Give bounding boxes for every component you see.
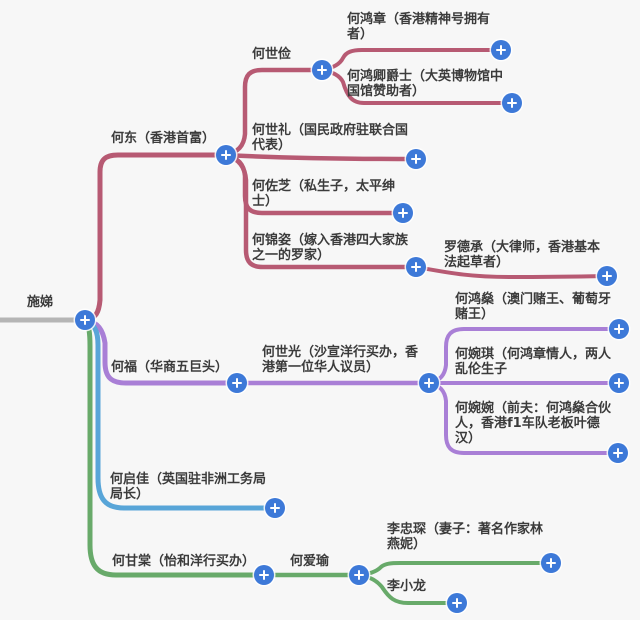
expand-button-he-hongqing[interactable] — [502, 93, 522, 113]
label-line: 何世光（沙宣洋行买办，香 — [262, 345, 419, 360]
label-line: 何爱瑜 — [290, 554, 330, 569]
expand-button-he-shili[interactable] — [406, 149, 426, 169]
node-label-he-shijian[interactable]: 何世俭 — [252, 47, 291, 62]
label-line: 局长） — [110, 487, 150, 502]
node-label-he-wanqi[interactable]: 何婉琪（何鸿章情人，两人 乱伦生子 — [455, 347, 611, 377]
node-label-he-hongqing[interactable]: 何鸿卿爵士（大英博物馆中 国馆赞助者） — [347, 69, 503, 99]
edge-he-shili — [223, 152, 419, 162]
label-line: 何启佳（英国驻非洲工务局 — [110, 472, 267, 487]
expand-button-he-hongzhang[interactable] — [491, 40, 511, 60]
node-label-he-jinzi[interactable]: 何锦姿（嫁入香港四大家族 之一的罗家） — [252, 233, 408, 263]
expand-button-he-tung[interactable] — [216, 145, 236, 165]
label-line: 施娣 — [27, 295, 54, 310]
node-label-he-qijia[interactable]: 何启佳（英国驻非洲工务局 局长） — [110, 472, 266, 502]
label-line: 国馆赞助者） — [347, 84, 426, 99]
label-line: 之一的罗家） — [252, 248, 331, 263]
label-line: 何鸿章（香港精神号拥有 — [347, 12, 491, 27]
label-line: 何锦姿（嫁入香港四大家族 — [252, 233, 409, 248]
label-line: 何世俭 — [252, 47, 292, 62]
edge-he-fu — [82, 317, 240, 386]
expand-button-he-shiguang[interactable] — [419, 373, 439, 393]
label-line: 法起草者） — [444, 255, 510, 270]
label-line: 何甘棠（怡和洋行买办） — [112, 554, 256, 569]
node-label-he-shili[interactable]: 何世礼（国民政府驻联合国 代表） — [252, 123, 408, 153]
edge-he-shijian — [223, 67, 325, 158]
edge-luo-decheng — [414, 265, 609, 280]
expand-button-shidi[interactable] — [75, 310, 95, 330]
expand-button-li-xiaolong[interactable] — [447, 593, 467, 613]
label-line: 赌王） — [455, 307, 495, 322]
node-label-li-zhongchen[interactable]: 李忠琛（妻子：著名作家林 燕妮） — [387, 522, 543, 552]
label-line: 何鸿卿爵士（大英博物馆中 — [347, 69, 504, 84]
node-label-li-xiaolong[interactable]: 李小龙 — [387, 579, 426, 594]
node-label-shidi[interactable]: 施娣 — [27, 295, 53, 310]
edge-he-tung — [82, 152, 229, 323]
label-line: 士） — [252, 194, 279, 209]
expand-button-he-qijia[interactable] — [265, 498, 285, 518]
node-label-he-gantang[interactable]: 何甘棠（怡和洋行买办） — [112, 554, 255, 569]
expand-button-he-wanqi[interactable] — [609, 373, 629, 393]
label-line: 代表） — [252, 138, 292, 153]
expand-button-he-gantang[interactable] — [254, 565, 274, 585]
label-line: 者） — [347, 27, 374, 42]
label-line: 何世礼（国民政府驻联合国 — [252, 123, 409, 138]
label-line: 李小龙 — [387, 579, 427, 594]
expand-button-he-fu[interactable] — [227, 373, 247, 393]
node-label-he-shiguang[interactable]: 何世光（沙宣洋行买办，香 港第一位华人议员） — [262, 345, 418, 375]
node-label-he-tung[interactable]: 何东（香港首富） — [111, 131, 215, 146]
label-line: 汉） — [455, 431, 482, 446]
edge-he-hongzhang — [320, 48, 503, 72]
label-line: 何婉琪（何鸿章情人，两人 — [455, 347, 612, 362]
expand-button-he-zuozhi[interactable] — [393, 203, 413, 223]
node-label-he-zuozhi[interactable]: 何佐芝（私生子，太平绅 士） — [252, 179, 395, 209]
label-line: 何佐芝（私生子，太平绅 — [252, 179, 396, 194]
label-line: 何福（华商五巨头） — [111, 360, 229, 375]
edge-li-zhongchen — [357, 561, 553, 577]
expand-button-he-wanwan[interactable] — [608, 443, 628, 463]
expand-button-he-aiyu[interactable] — [349, 565, 369, 585]
label-line: 何鸿燊（澳门赌王、葡萄牙 — [455, 292, 612, 307]
label-line: 乱伦生子 — [455, 362, 508, 377]
label-line: 何东（香港首富） — [111, 131, 216, 146]
label-line: 燕妮） — [387, 537, 427, 552]
label-line: 李忠琛（妻子：著名作家林 — [387, 522, 544, 537]
expand-button-li-zhongchen[interactable] — [541, 553, 561, 573]
edge-he-gantang — [82, 317, 267, 578]
node-label-he-fu[interactable]: 何福（华商五巨头） — [111, 360, 228, 375]
expand-button-he-shijian[interactable] — [312, 60, 332, 80]
edge-he-jinzi — [223, 152, 419, 270]
node-label-he-aiyu[interactable]: 何爱瑜 — [290, 554, 329, 569]
node-label-he-wanwan[interactable]: 何婉婉（前夫：何鸿燊合伙 人，香港f1车队老板叶德 汉） — [455, 401, 611, 446]
label-line: 港第一位华人议员） — [262, 360, 380, 375]
label-line: 罗德承（大律师，香港基本 — [444, 240, 601, 255]
node-label-he-hongshen[interactable]: 何鸿燊（澳门赌王、葡萄牙 赌王） — [455, 292, 611, 322]
label-line: 何婉婉（前夫：何鸿燊合伙 — [455, 401, 612, 416]
label-line: 人，香港f1车队老板叶德 — [455, 416, 600, 431]
node-label-luo-decheng[interactable]: 罗德承（大律师，香港基本 法起草者） — [444, 240, 600, 270]
expand-button-he-hongshen[interactable] — [609, 319, 629, 339]
node-label-he-hongzhang[interactable]: 何鸿章（香港精神号拥有 者） — [347, 12, 490, 42]
expand-button-he-jinzi[interactable] — [406, 257, 426, 277]
expand-button-luo-decheng[interactable] — [597, 266, 617, 286]
